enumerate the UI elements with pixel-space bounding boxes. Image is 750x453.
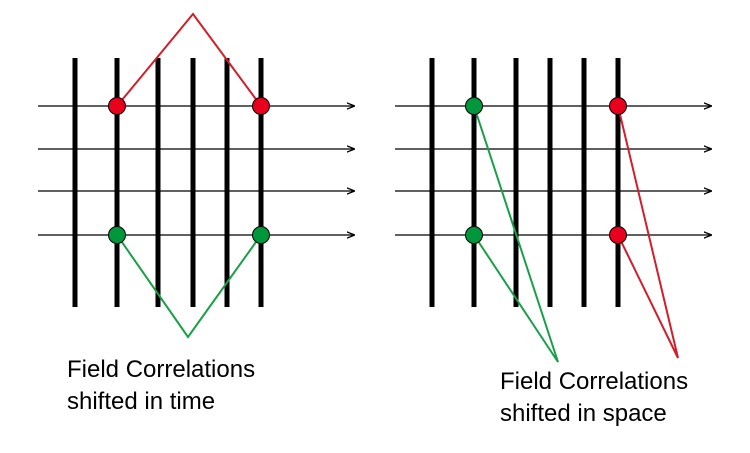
green-correlation-point: [108, 226, 126, 244]
space-shift-caption: Field Correlations shifted in space: [500, 366, 688, 430]
space-correlation-red-lines: [617, 105, 679, 359]
time-correlation-green-lines: [116, 234, 262, 339]
green-correlation-point: [252, 226, 270, 244]
red-correlation-point: [609, 97, 627, 115]
space-correlation-green-lines: [473, 105, 559, 363]
green-correlation-point: [465, 226, 483, 244]
left-panel: [38, 12, 354, 339]
right-wavefronts: [429, 58, 621, 307]
time-correlation-red-lines: [116, 12, 262, 107]
left-rays: [38, 106, 354, 235]
caption-line: shifted in space: [500, 400, 667, 427]
green-correlation-point: [465, 97, 483, 115]
right-rays: [395, 106, 711, 235]
red-correlation-point: [108, 97, 126, 115]
red-correlation-point: [609, 226, 627, 244]
left-wavefronts: [72, 58, 264, 307]
caption-line: Field Correlations: [67, 356, 256, 383]
caption-line: shifted in time: [67, 388, 216, 415]
time-shift-caption: Field Correlations shifted in time: [67, 354, 255, 418]
caption-line: Field Correlations: [500, 368, 689, 395]
red-correlation-point: [252, 97, 270, 115]
right-panel: [395, 58, 711, 363]
